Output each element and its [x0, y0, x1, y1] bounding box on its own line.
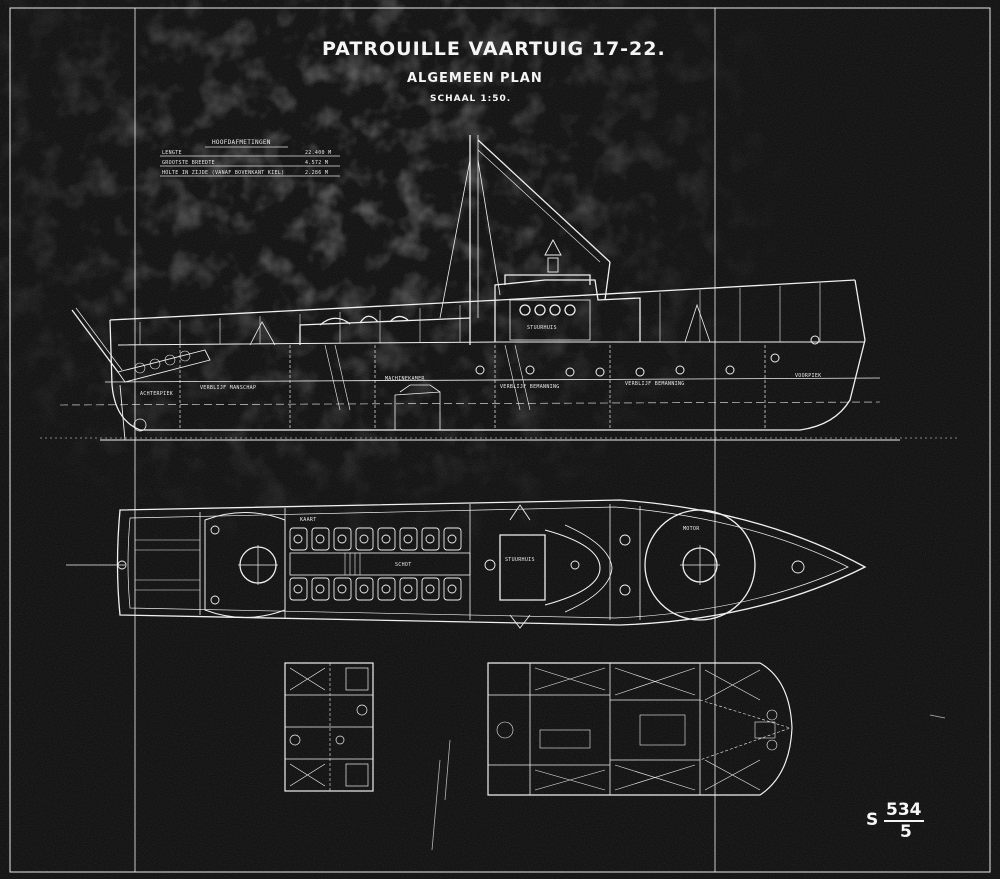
lower-plan-fore	[487, 662, 793, 796]
drawing-number-denominator: 5	[900, 822, 912, 842]
label-verblijf-bemanning-2: VERBLIJF BEMANNING	[625, 381, 685, 387]
drawing-subtitle: ALGEMEEN PLAN	[407, 71, 543, 86]
label-deck-motor: MOTOR	[683, 526, 700, 532]
deck-bunks	[289, 527, 462, 601]
drawing-title: PATROUILLE VAARTUIG 17-22.	[322, 38, 666, 60]
label-voorpiek: VOORPIEK	[795, 373, 822, 379]
dim-length-label: LENGTE	[162, 150, 182, 156]
drawing-number-numerator: 534	[884, 800, 924, 822]
lower-plan-aft	[284, 662, 374, 792]
deck-plan	[66, 499, 867, 629]
label-achterpiek: ACHTERPIEK	[140, 391, 174, 397]
label-deck-stuurhuis: STUURHUIS	[505, 557, 535, 563]
side-profile	[40, 135, 960, 441]
label-verblijf-bemanning-1: VERBLIJF BEMANNING	[500, 384, 560, 390]
dim-breadth-value: 4.572 M	[305, 160, 329, 166]
scratch-marks	[431, 714, 946, 851]
dim-length-value: 22.400 M	[305, 150, 332, 156]
drawing-scale: SCHAAL 1:50.	[430, 94, 512, 104]
label-deck-schot: SCHOT	[395, 562, 412, 568]
label-verblijf-manschap: VERBLIJF MANSCHAP	[200, 385, 257, 391]
dim-depth-value: 2.286 M	[305, 170, 329, 176]
label-machinekamer: MACHINEKAMER	[385, 376, 425, 382]
label-deck-kaart: KAART	[300, 517, 317, 523]
dim-breadth-label: GROOTSTE BREEDTE	[162, 160, 215, 166]
drawing-number-prefix: S	[866, 810, 879, 830]
label-stuurhuis: STUURHUIS	[527, 325, 557, 331]
dim-depth-label: HOLTE IN ZIJDE (VANAF BOVENKANT KIEL)	[162, 170, 285, 176]
dimensions-heading: HOOFDAFMETINGEN	[212, 139, 271, 146]
dimensions-table-lines	[160, 146, 340, 177]
